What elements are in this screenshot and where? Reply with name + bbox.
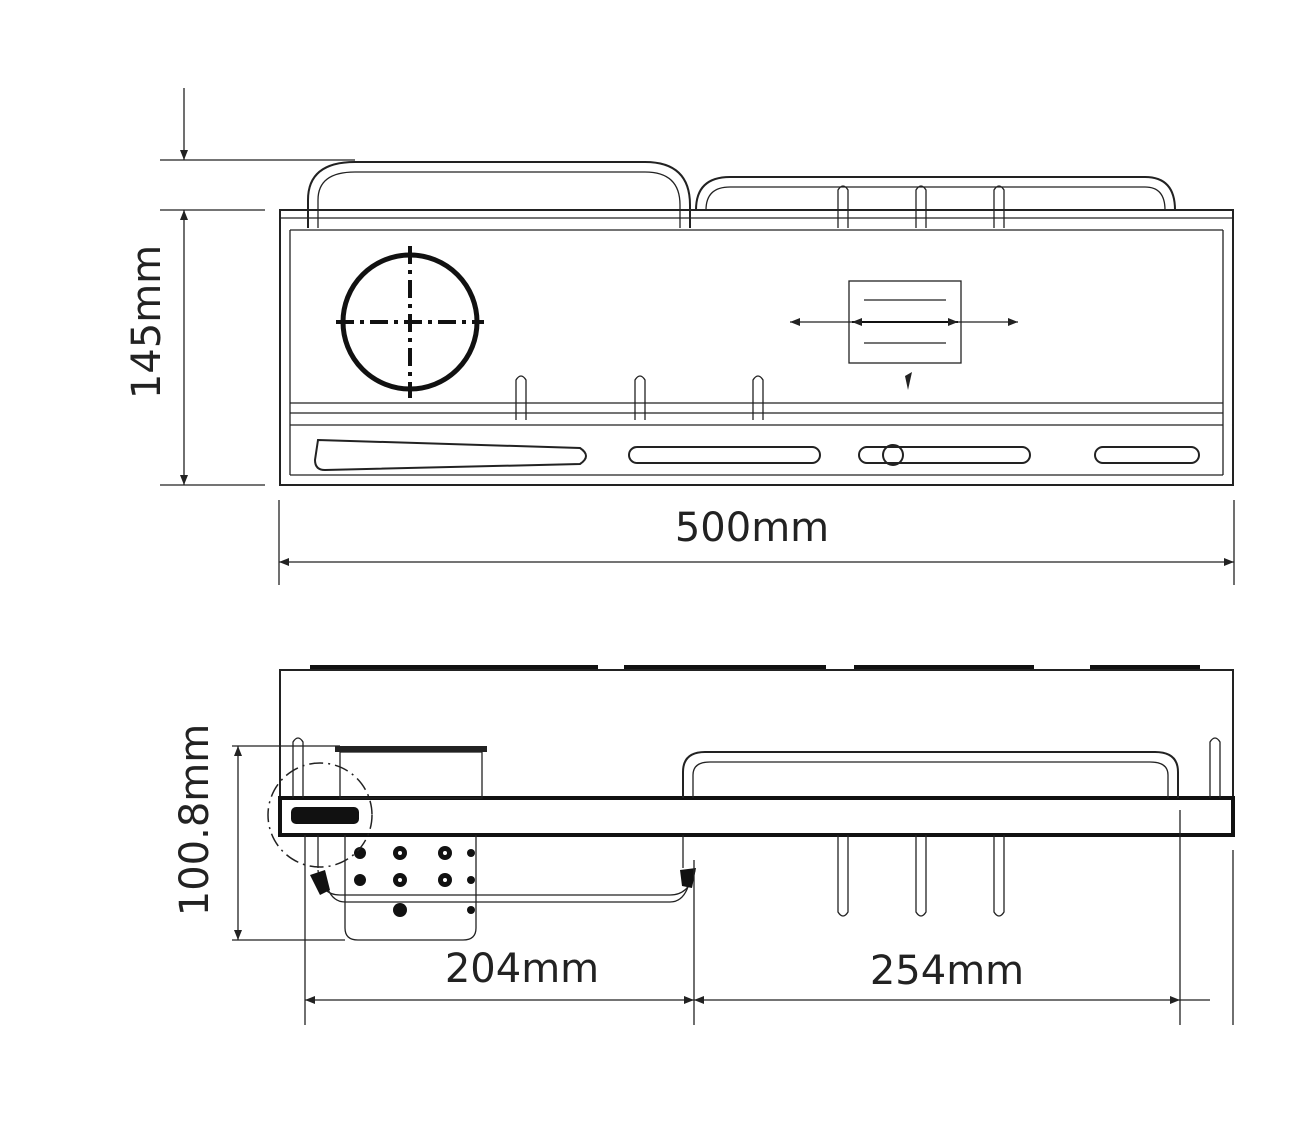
- plan-rail: [682, 751, 1179, 798]
- lower-hooks: [515, 375, 764, 420]
- height-dimension: 145mm: [124, 88, 355, 486]
- rack-body: [279, 209, 1234, 486]
- sliding-indicator: [790, 280, 1018, 390]
- slots: [313, 438, 1200, 472]
- left-handle-rail: [307, 161, 691, 228]
- right-rail: [695, 176, 1176, 211]
- width-label: 500mm: [675, 505, 829, 551]
- plan-view: 100.8mm 204mm 254mm: [172, 665, 1235, 1025]
- towel-bar: [304, 835, 696, 1025]
- plan-hooks: [837, 835, 1005, 917]
- top-hooks: [837, 185, 1005, 228]
- brand-logo: [291, 807, 359, 824]
- depth-label: 100.8mm: [172, 724, 218, 916]
- cup-holder-circle: [336, 246, 484, 398]
- depth-dimension: 100.8mm: [172, 724, 345, 941]
- left-span-label: 204mm: [445, 946, 599, 992]
- height-label: 145mm: [124, 245, 170, 399]
- front-view: 145mm 500mm: [124, 88, 1235, 585]
- width-dimension: 500mm: [278, 500, 1235, 585]
- right-span-label: 254mm: [870, 948, 1024, 994]
- utensil-cup: [335, 746, 487, 941]
- span-dimensions: 204mm 254mm: [305, 946, 1210, 1004]
